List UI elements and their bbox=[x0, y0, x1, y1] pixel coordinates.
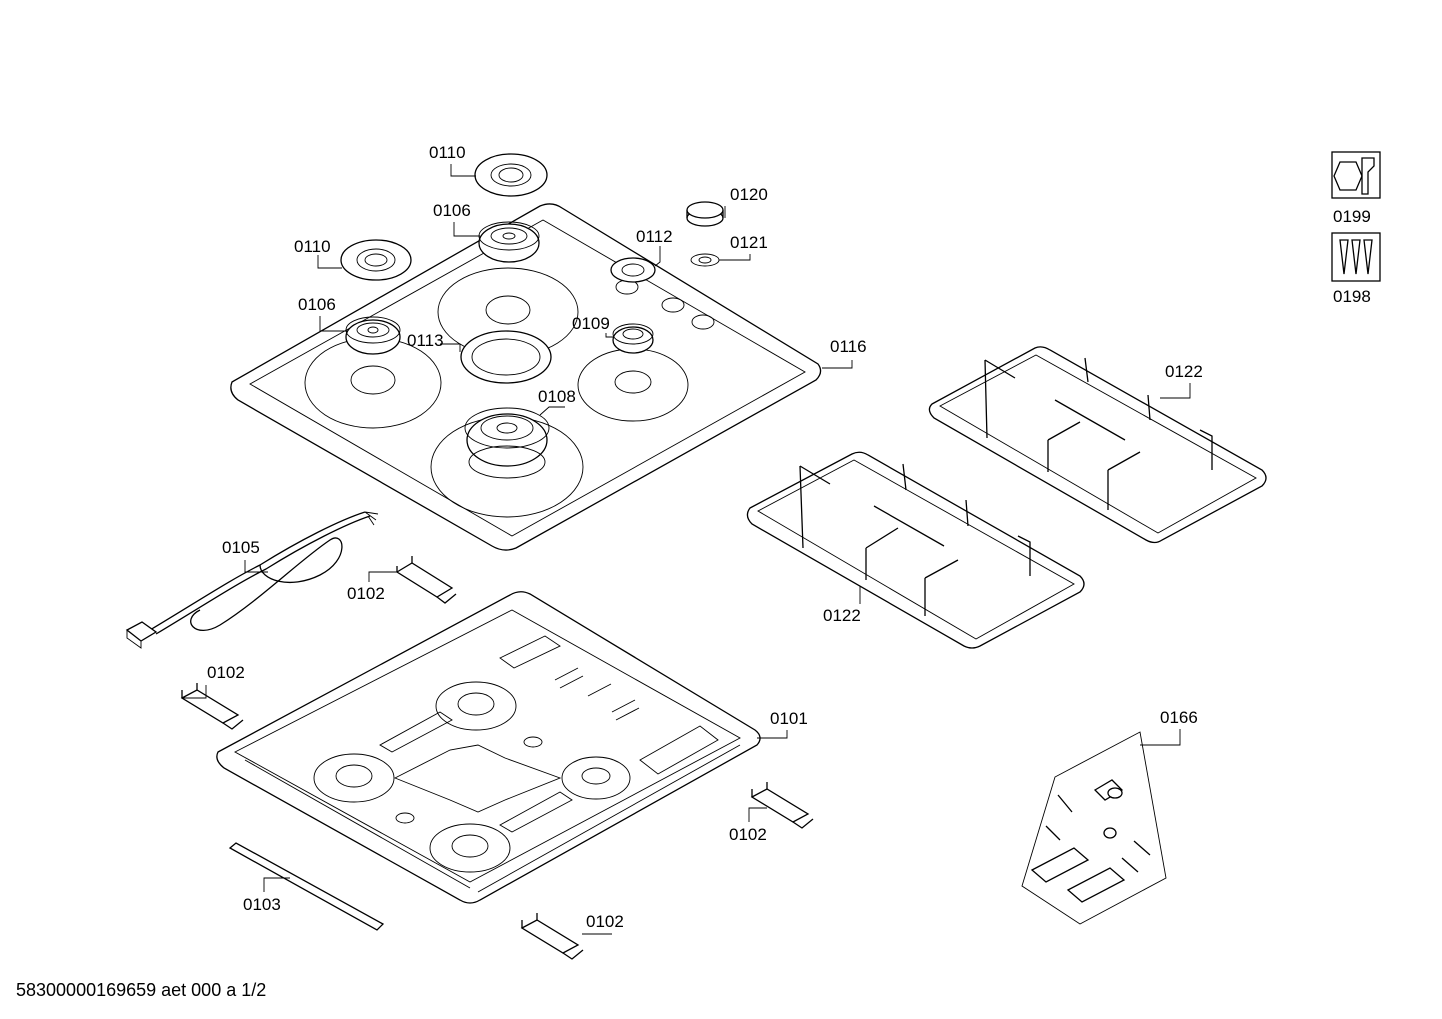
burner-0108 bbox=[464, 407, 550, 479]
label-0121: 0121 bbox=[730, 233, 768, 252]
label-0102-right: 0102 bbox=[729, 825, 767, 844]
label-0106-top: 0106 bbox=[433, 201, 471, 220]
label-0110-top: 0110 bbox=[429, 143, 466, 162]
burner-0106-left bbox=[345, 316, 401, 355]
burner-ring-0110-left bbox=[340, 239, 412, 281]
bracket-0102-bottom bbox=[520, 913, 584, 960]
label-0122-right: 0122 bbox=[1165, 362, 1203, 381]
label-0120: 0120 bbox=[730, 185, 768, 204]
document-footer-id: 58300000169659 aet 000 a 1/2 bbox=[16, 980, 267, 1000]
label-0102-bottom: 0102 bbox=[586, 912, 624, 931]
label-0103: 0103 bbox=[243, 895, 281, 914]
knob-bezel-0112 bbox=[610, 257, 656, 283]
label-0122-left: 0122 bbox=[823, 606, 861, 625]
bracket-0102-left bbox=[180, 683, 244, 730]
wrench-nut-icon bbox=[1331, 151, 1381, 199]
label-0199: 0199 bbox=[1333, 207, 1371, 226]
knob-0120 bbox=[686, 201, 724, 227]
screws-icon bbox=[1331, 232, 1381, 282]
bottom-tray bbox=[216, 591, 761, 904]
leader-lines bbox=[182, 164, 1191, 935]
label-0102-top: 0102 bbox=[347, 584, 385, 603]
label-0166: 0166 bbox=[1160, 708, 1198, 727]
power-cable bbox=[125, 511, 379, 649]
burner-ring-0110-top bbox=[474, 153, 548, 197]
label-0101: 0101 bbox=[770, 709, 808, 728]
label-0106-left: 0106 bbox=[298, 295, 336, 314]
label-0109: 0109 bbox=[572, 314, 610, 333]
bracket-0102-right bbox=[750, 782, 814, 829]
spring-clip-0121 bbox=[690, 253, 720, 267]
pan-support-right bbox=[928, 346, 1267, 544]
label-0110-left: 0110 bbox=[294, 237, 331, 256]
accessory-kit-0166 bbox=[1021, 731, 1167, 925]
label-0105: 0105 bbox=[222, 538, 260, 557]
label-0113: 0113 bbox=[407, 331, 444, 350]
pan-support-left bbox=[746, 451, 1085, 649]
label-0198: 0198 bbox=[1333, 287, 1371, 306]
label-0112: 0112 bbox=[636, 227, 673, 246]
seal-strip-0103 bbox=[228, 842, 385, 931]
burner-0109 bbox=[612, 323, 654, 354]
label-0108: 0108 bbox=[538, 387, 576, 406]
ring-0113 bbox=[460, 330, 552, 384]
label-0116: 0116 bbox=[830, 337, 867, 356]
bracket-0102-top bbox=[395, 556, 457, 604]
label-0102-left: 0102 bbox=[207, 663, 245, 682]
